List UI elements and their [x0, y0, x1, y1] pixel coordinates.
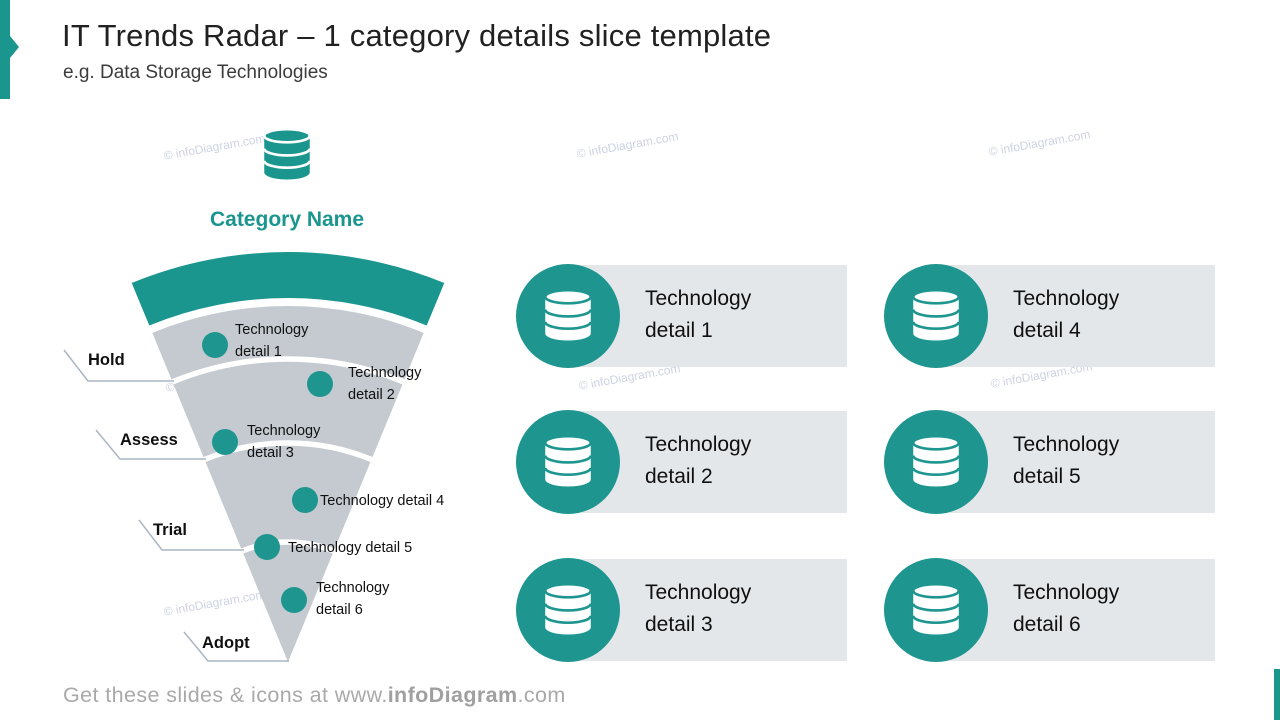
- tech-point-label-5: Technology detail 5: [288, 540, 413, 556]
- tech-detail-card-2: Technology detail 2: [516, 410, 847, 514]
- tech-point-1: [202, 332, 228, 358]
- stage-label-hold: Hold: [88, 351, 125, 369]
- slice-body: [152, 306, 424, 662]
- leader-line-hold: [63, 349, 174, 382]
- tech-point-label-6: Technology detail 6: [316, 580, 390, 618]
- tech-detail-card-5: Technology detail 5: [884, 410, 1215, 514]
- tech-point-5: [254, 534, 280, 560]
- footer-text-suffix: .com: [517, 683, 566, 707]
- slice-top-band: [131, 252, 445, 326]
- tech-point-label-3: Technology detail 3: [247, 423, 321, 461]
- database-icon: [908, 286, 964, 346]
- card-label: Technology detail 3: [645, 581, 752, 636]
- tech-detail-card-3: Technology detail 3: [516, 558, 847, 662]
- card-icon-circle: [884, 264, 988, 368]
- stage-label-adopt: Adopt: [202, 634, 250, 652]
- database-icon: [540, 432, 596, 492]
- leader-line-adopt: [183, 631, 289, 662]
- stage-label-assess: Assess: [120, 431, 178, 449]
- tech-point-label-4: Technology detail 4: [320, 493, 445, 509]
- tech-point-label-1: Technology detail 1: [235, 322, 309, 360]
- footer-credit: Get these slides & icons at www.infoDiag…: [63, 683, 566, 708]
- database-icon: [908, 580, 964, 640]
- stage-separator-hold: [171, 356, 405, 385]
- stage-label-trial: Trial: [153, 521, 187, 539]
- database-icon: [540, 580, 596, 640]
- footer-text-prefix: Get these slides & icons at www.: [63, 683, 388, 707]
- card-icon-circle: [516, 264, 620, 368]
- tech-point-6: [281, 587, 307, 613]
- card-icon-circle: [516, 410, 620, 514]
- card-label: Technology detail 6: [1013, 581, 1120, 636]
- tech-point-3: [212, 429, 238, 455]
- database-icon: [540, 286, 596, 346]
- slide-title: IT Trends Radar – 1 category details sli…: [62, 18, 772, 53]
- tech-point-label-2: Technology detail 2: [348, 365, 422, 403]
- tech-detail-card-4: Technology detail 4: [884, 264, 1215, 368]
- card-icon-circle: [516, 558, 620, 662]
- leader-line-trial: [138, 519, 244, 551]
- leader-line-assess: [95, 429, 206, 460]
- tech-detail-card-6: Technology detail 6: [884, 558, 1215, 662]
- card-label: Technology detail 1: [645, 287, 752, 342]
- left-accent-bar: [0, 0, 10, 99]
- database-icon: [908, 432, 964, 492]
- card-label: Technology detail 5: [1013, 433, 1120, 488]
- card-label: Technology detail 2: [645, 433, 752, 488]
- card-icon-circle: [884, 558, 988, 662]
- slide-subtitle: e.g. Data Storage Technologies: [63, 62, 328, 83]
- card-label: Technology detail 4: [1013, 287, 1120, 342]
- right-accent-bar: [1274, 669, 1280, 720]
- category-name-label: Category Name: [209, 208, 365, 231]
- footer-brand: infoDiagram: [387, 683, 518, 707]
- tech-point-4: [292, 487, 318, 513]
- left-accent-arrow-icon: [10, 36, 19, 58]
- tech-point-2: [307, 371, 333, 397]
- tech-detail-card-1: Technology detail 1: [516, 264, 847, 368]
- stage-separator-trial: [241, 539, 335, 554]
- card-icon-circle: [884, 410, 988, 514]
